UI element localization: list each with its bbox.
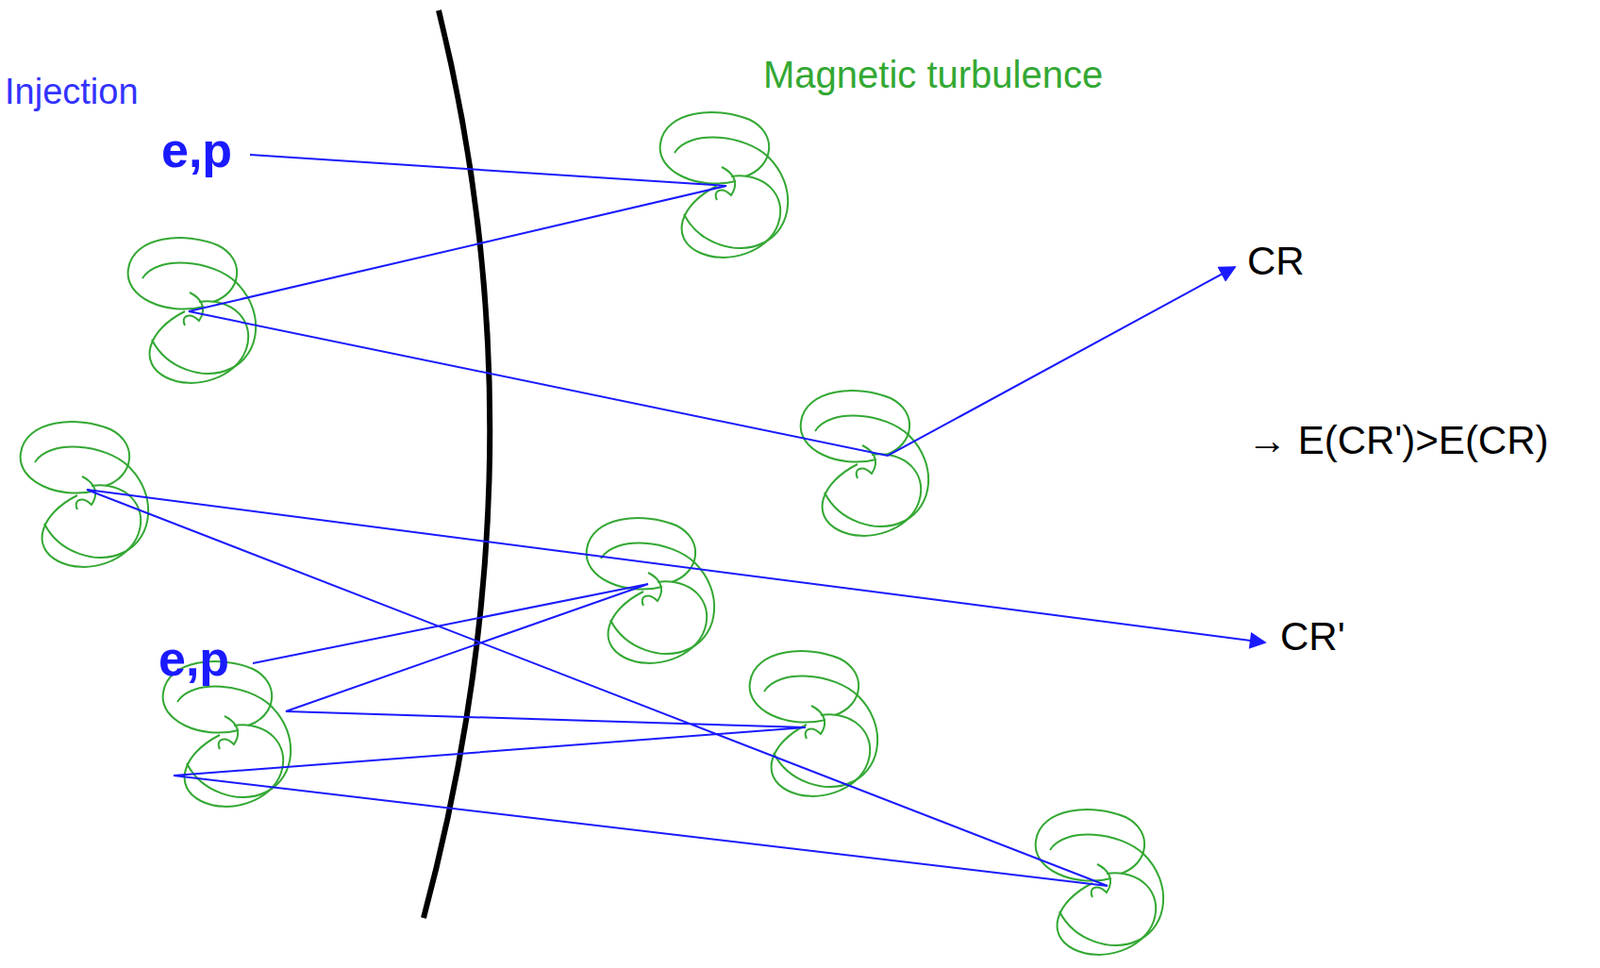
cosmic-ray-label: CR <box>1247 241 1305 282</box>
turbulence-label: Magnetic turbulence <box>763 55 1103 94</box>
shock-front <box>423 10 490 918</box>
turbulence-cells <box>20 112 1165 955</box>
cosmic-ray-label: CR' <box>1280 616 1346 657</box>
energy-note: → E(CR')>E(CR) <box>1247 420 1550 461</box>
particle-path <box>86 489 1266 886</box>
particle-label: e,p <box>158 633 230 684</box>
particle-label: e,p <box>161 125 233 175</box>
injection-label: Injection <box>4 73 139 110</box>
particle-path <box>188 154 1235 456</box>
